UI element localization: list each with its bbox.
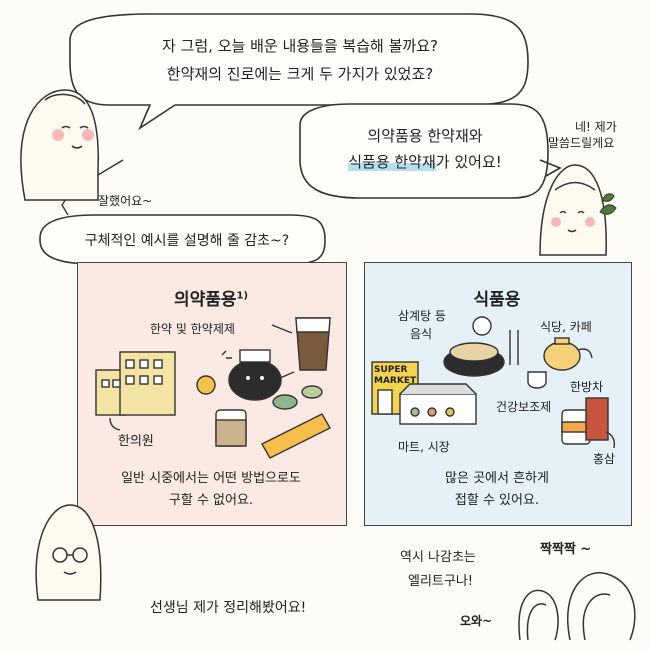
teacher-line-1: 자 그럼, 오늘 배운 내용들을 복습해 볼까요?: [162, 37, 438, 55]
student-line-1: 의약품용 한약재와: [367, 127, 483, 145]
cafe-label: 식당, 카페: [540, 320, 592, 334]
clinic-label: 한의원: [118, 434, 154, 449]
wow-text: 오와~: [460, 614, 493, 628]
tea-label: 한방차: [570, 380, 604, 394]
food-desc-2: 접할 수 있어요.: [454, 493, 540, 508]
supermarket-sign-2: MARKET: [374, 376, 417, 386]
student-aside-2: 말씀드릴게요: [548, 136, 615, 150]
teacher-line-2: 한약재의 진로에는 크게 두 가지가 있었죠?: [166, 65, 434, 83]
food-herb-highlight: 식품용 한약재: [348, 153, 436, 171]
food-label-2: 음식: [410, 327, 433, 341]
medicine-label: 한약 및 한약제제: [150, 322, 235, 336]
question-text: 구체적인 예시를 설명해 줄 감초~?: [84, 233, 290, 249]
praise-text: 잘했어요~: [98, 194, 153, 208]
medical-title: 의약품용1): [77, 285, 345, 310]
supermarket-sign-1: SUPER: [374, 365, 408, 375]
elite-text-2: 엘리트구나!: [408, 574, 474, 589]
supplement-label: 건강보조제: [496, 400, 552, 414]
report-text: 선생님 제가 정리해봤어요!: [150, 600, 307, 616]
redginseng-label: 홍삼: [593, 452, 616, 466]
elite-text-1: 역시 나감초는: [400, 550, 476, 565]
clap-text: 짝짝짝 ~: [540, 542, 592, 557]
student-aside-1: 네! 제가: [575, 120, 617, 134]
medical-title-text: 의약품용: [173, 290, 237, 310]
food-label-1: 삼계탕 등: [398, 309, 446, 323]
market-label: 마트, 시장: [398, 440, 450, 454]
footnote-mark: 1): [236, 290, 249, 302]
food-title: 식품용: [473, 290, 521, 310]
medical-desc-2: 구할 수 없어요.: [168, 493, 254, 508]
student-line-2-end: 가 있어요!: [435, 153, 502, 171]
medical-desc-1: 일반 시중에서는 어떤 방법으로도: [121, 471, 301, 486]
food-desc-1: 많은 곳에서 흔하게: [445, 471, 549, 486]
student-line-2: 식품용 한약재가 있어요!: [300, 150, 550, 174]
